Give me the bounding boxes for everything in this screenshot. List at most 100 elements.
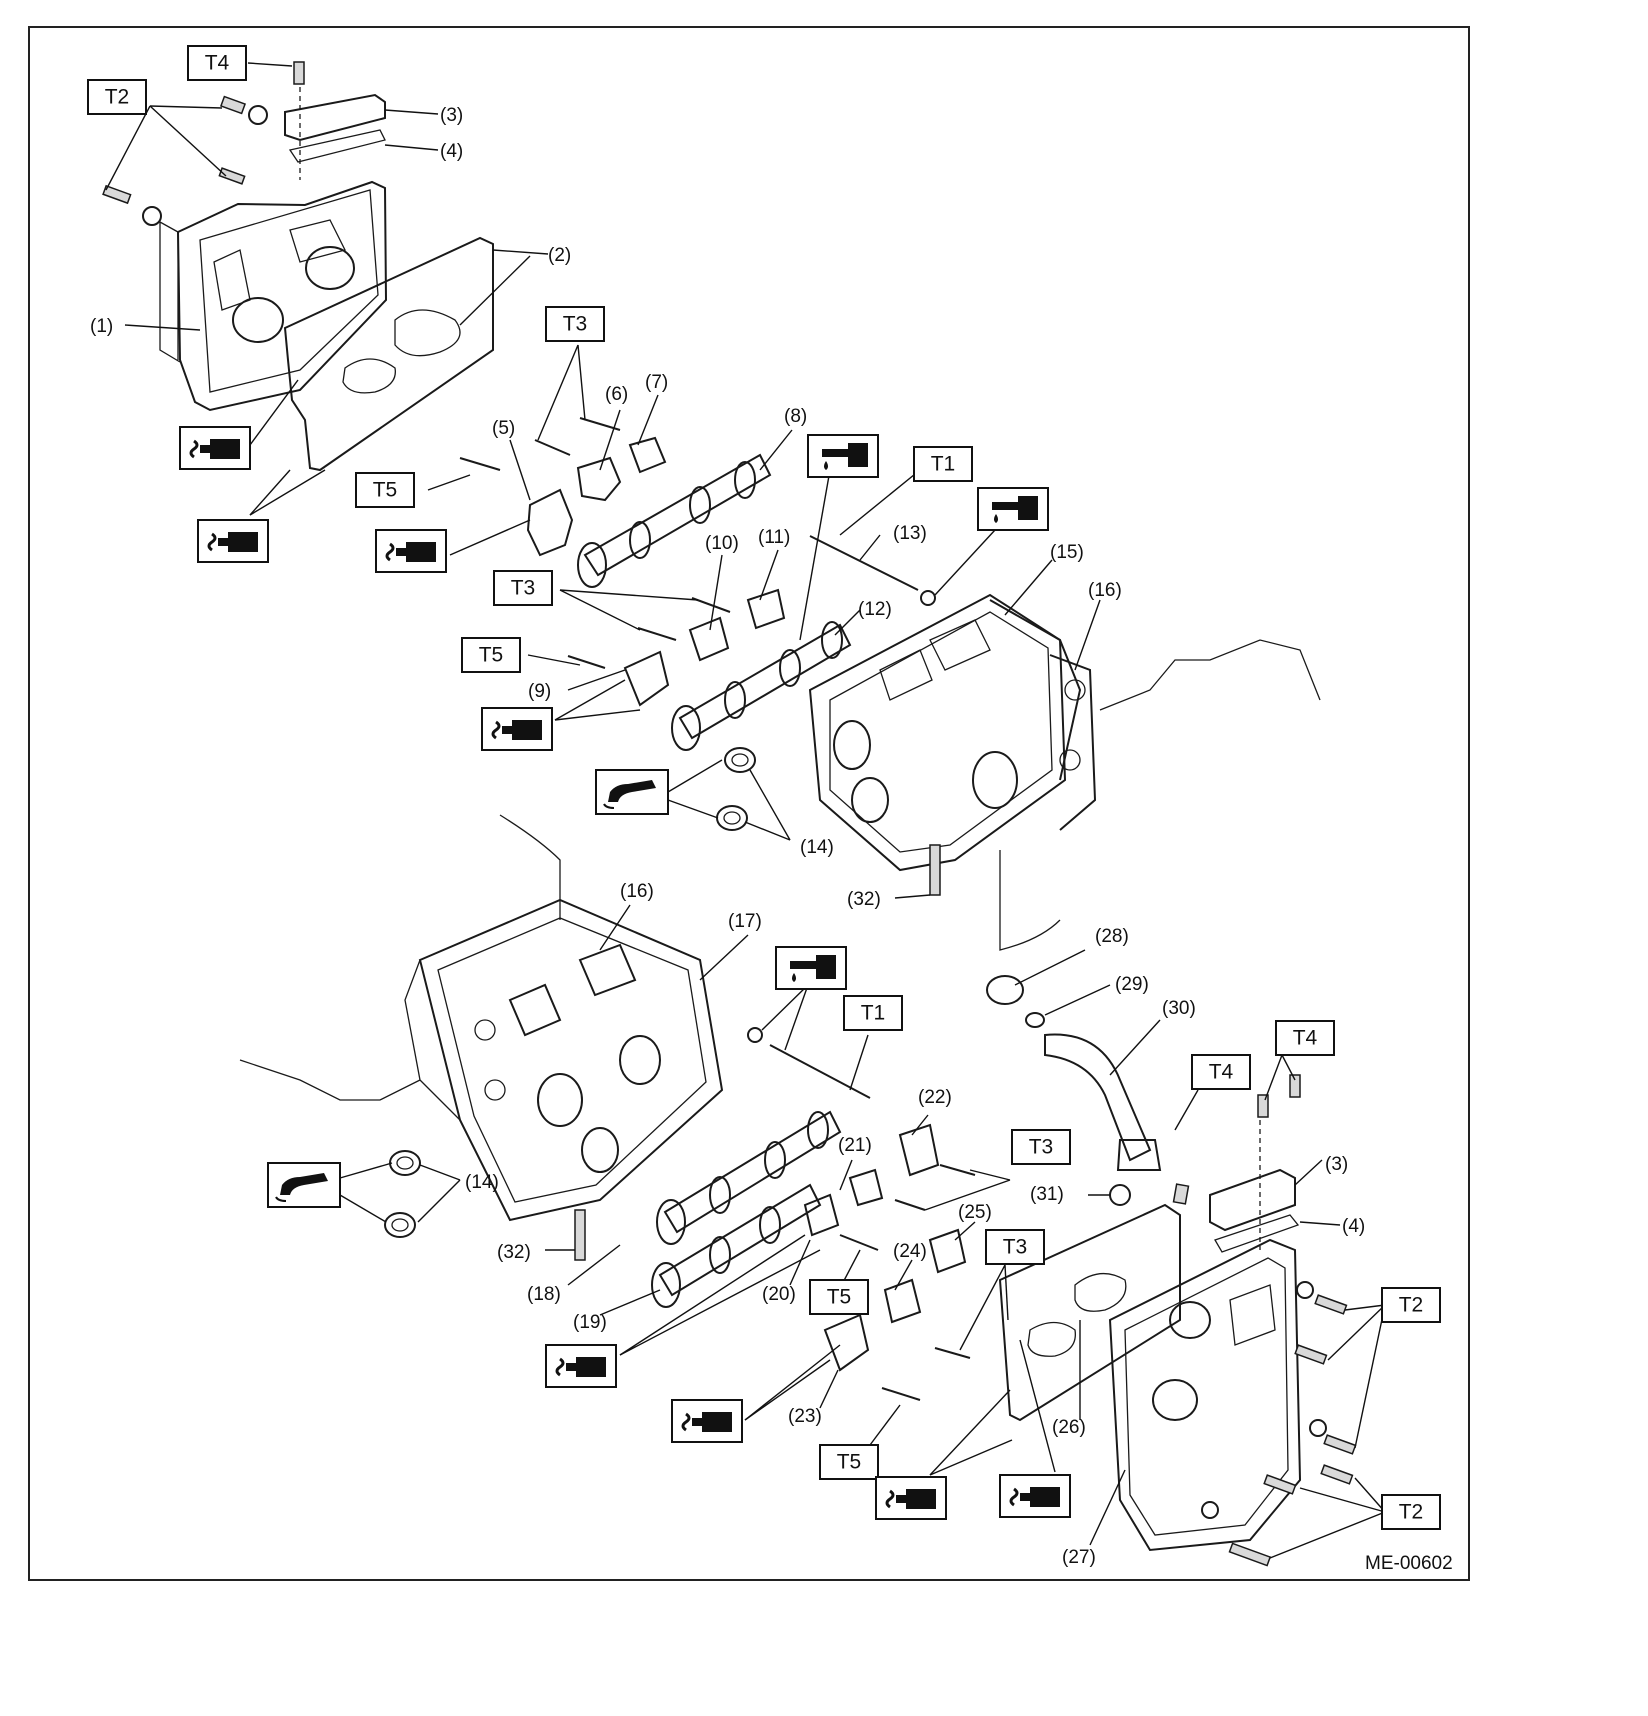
leader-lines xyxy=(105,62,1386,1559)
torque-label-t4-top: T4 xyxy=(187,45,247,81)
camshaft-upper-2 xyxy=(671,621,852,751)
diagram-frame xyxy=(28,26,1470,1581)
sealant-icon xyxy=(179,426,251,470)
svg-text:T2: T2 xyxy=(1399,1501,1424,1524)
camshaft-upper-1 xyxy=(577,453,772,588)
svg-text:T3: T3 xyxy=(563,313,588,336)
torque-label-t5-lower-2: T5 xyxy=(819,1444,879,1480)
torque-label-t1-upper: T1 xyxy=(913,446,973,482)
callout-32-lower: (32) xyxy=(497,1242,531,1263)
callout-4-lower: (4) xyxy=(1342,1216,1365,1237)
callout-16-upper: (16) xyxy=(1088,580,1122,601)
sealant-icon xyxy=(999,1474,1071,1518)
camshaft-lower-1 xyxy=(656,1110,842,1245)
sealant-icon xyxy=(875,1476,947,1520)
torque-label-t2-top: T2 xyxy=(87,79,147,115)
block-outline-upper-2 xyxy=(999,850,1061,951)
callout-31: (31) xyxy=(1030,1184,1064,1205)
torque-label-t3-upper-2: T3 xyxy=(493,570,553,606)
callout-16-lower: (16) xyxy=(620,881,654,902)
callout-3: (3) xyxy=(440,105,463,126)
callout-32-upper: (32) xyxy=(847,889,881,910)
svg-text:T1: T1 xyxy=(931,453,956,476)
callout-23: (23) xyxy=(788,1406,822,1427)
callout-13: (13) xyxy=(893,523,927,544)
callout-25: (25) xyxy=(958,1202,992,1223)
svg-text:T3: T3 xyxy=(1003,1236,1028,1259)
callout-21: (21) xyxy=(838,1135,872,1156)
sealant-icon xyxy=(375,529,447,573)
svg-text:T5: T5 xyxy=(373,479,398,502)
torque-label-t5-lower-1: T5 xyxy=(809,1279,869,1315)
callout-7: (7) xyxy=(645,372,668,393)
oil-separator-plate-left xyxy=(284,78,386,180)
torque-label-t3-lower-2: T3 xyxy=(985,1229,1045,1265)
callout-12: (12) xyxy=(858,599,892,620)
callout-18: (18) xyxy=(527,1284,561,1305)
callout-14-lower: (14) xyxy=(465,1172,499,1193)
washer-lower xyxy=(747,1027,763,1043)
camshaft-lower-2 xyxy=(651,1183,822,1308)
diagram-id: ME-00602 xyxy=(1365,1553,1453,1574)
svg-text:T4: T4 xyxy=(1293,1027,1318,1050)
callout-26: (26) xyxy=(1052,1417,1086,1438)
callout-27: (27) xyxy=(1062,1547,1096,1568)
oil-separator-plate-right xyxy=(1209,1074,1301,1253)
cam-cap-bolts-lower xyxy=(839,1164,976,1401)
oil-icon xyxy=(775,946,847,990)
block-outline-lower xyxy=(499,814,561,920)
callout-1: (1) xyxy=(90,316,113,337)
torque-label-t5-upper-1: T5 xyxy=(355,472,415,508)
svg-text:T3: T3 xyxy=(1029,1136,1054,1159)
head-bolt-upper xyxy=(809,535,919,591)
callout-4: (4) xyxy=(440,141,463,162)
grease-icon xyxy=(595,769,669,815)
head-bolt-lower xyxy=(769,1044,871,1099)
rocker-cover-lower-right xyxy=(998,1203,1302,1552)
rocker-cover-gasket-left xyxy=(283,236,494,472)
callout-19: (19) xyxy=(573,1312,607,1333)
torque-label-t3-upper-1: T3 xyxy=(545,306,605,342)
torque-label-t5-upper-2: T5 xyxy=(461,637,521,673)
svg-text:T4: T4 xyxy=(205,52,230,75)
sealant-icon xyxy=(481,707,553,751)
cylinder-head-upper xyxy=(808,593,1097,872)
svg-text:T4: T4 xyxy=(1209,1061,1234,1084)
torque-label-t2-lower-2: T2 xyxy=(1381,1494,1441,1530)
block-outline-lower-2 xyxy=(239,1059,421,1101)
callout-3-lower: (3) xyxy=(1325,1154,1348,1175)
sealant-icon xyxy=(671,1399,743,1443)
oil-seals-upper xyxy=(716,747,756,831)
callout-29: (29) xyxy=(1115,974,1149,995)
cam-caps-upper xyxy=(526,436,786,707)
svg-text:T2: T2 xyxy=(105,86,130,109)
torque-label-t4-lower-1: T4 xyxy=(1191,1054,1251,1090)
washer-upper xyxy=(920,590,936,606)
callout-20: (20) xyxy=(762,1284,796,1305)
callout-24: (24) xyxy=(893,1241,927,1262)
svg-text:T5: T5 xyxy=(837,1451,862,1474)
cylinder-head-lower xyxy=(404,898,724,1222)
svg-text:T2: T2 xyxy=(1399,1294,1424,1317)
bolts-upper-left xyxy=(102,61,305,226)
rocker-cover-left xyxy=(159,180,388,412)
callout-22: (22) xyxy=(918,1087,952,1108)
callout-10: (10) xyxy=(705,533,739,554)
torque-label-t3-lower-1: T3 xyxy=(1011,1129,1071,1165)
stud-lower xyxy=(574,1209,586,1261)
callout-6: (6) xyxy=(605,384,628,405)
callout-2: (2) xyxy=(548,245,571,266)
oil-filler-pipe xyxy=(986,975,1162,1206)
oil-icon xyxy=(977,487,1049,531)
callout-8: (8) xyxy=(784,406,807,427)
torque-label-t2-lower-1: T2 xyxy=(1381,1287,1441,1323)
torque-label-t1-lower: T1 xyxy=(843,995,903,1031)
callout-30: (30) xyxy=(1162,998,1196,1019)
svg-text:T1: T1 xyxy=(861,1002,886,1025)
sealant-icon xyxy=(545,1344,617,1388)
callout-15: (15) xyxy=(1050,542,1084,563)
cam-caps-lower xyxy=(803,1123,967,1372)
callout-11: (11) xyxy=(758,527,790,548)
svg-text:T5: T5 xyxy=(827,1286,852,1309)
